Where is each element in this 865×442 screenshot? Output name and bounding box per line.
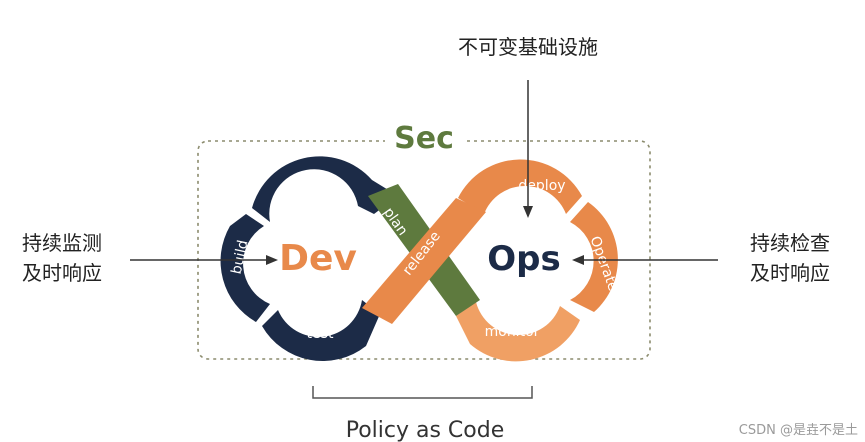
ops-loop [456, 159, 618, 362]
ops-label: Ops [487, 239, 560, 279]
segment-label-monitor: monitor [485, 324, 540, 340]
segment-label-test: test [307, 326, 334, 342]
ops-segment-deploy [458, 159, 582, 214]
dev-loop [220, 156, 398, 362]
right-label-line1: 持续检查 [750, 231, 830, 255]
dev-label: Dev [279, 238, 357, 279]
dev-segment-code [252, 156, 398, 222]
watermark: CSDN @是垚不是土 [739, 423, 858, 438]
sec-boundary [197, 140, 651, 360]
left-arrow-head [266, 255, 278, 265]
bottom-label: Policy as Code [346, 418, 505, 442]
dev-segment-build [220, 214, 270, 322]
ops-segment-operate [570, 202, 618, 312]
left-label-line2: 及时响应 [22, 261, 102, 285]
release-segment [362, 198, 486, 324]
right-label-line2: 及时响应 [750, 261, 830, 285]
ops-segment-monitor [456, 302, 580, 362]
bottom-bracket [312, 386, 533, 399]
dev-segment-test [262, 300, 380, 362]
left-label-line1: 持续监测 [22, 231, 102, 255]
sec-label: Sec [394, 121, 454, 156]
segment-label-build: build [229, 239, 252, 276]
segment-label-code: code [295, 177, 329, 193]
right-arrow-head [572, 255, 584, 265]
segment-label-deploy: deploy [518, 178, 565, 194]
top-label: 不可变基础设施 [458, 35, 598, 59]
top-arrow-head [523, 206, 533, 218]
